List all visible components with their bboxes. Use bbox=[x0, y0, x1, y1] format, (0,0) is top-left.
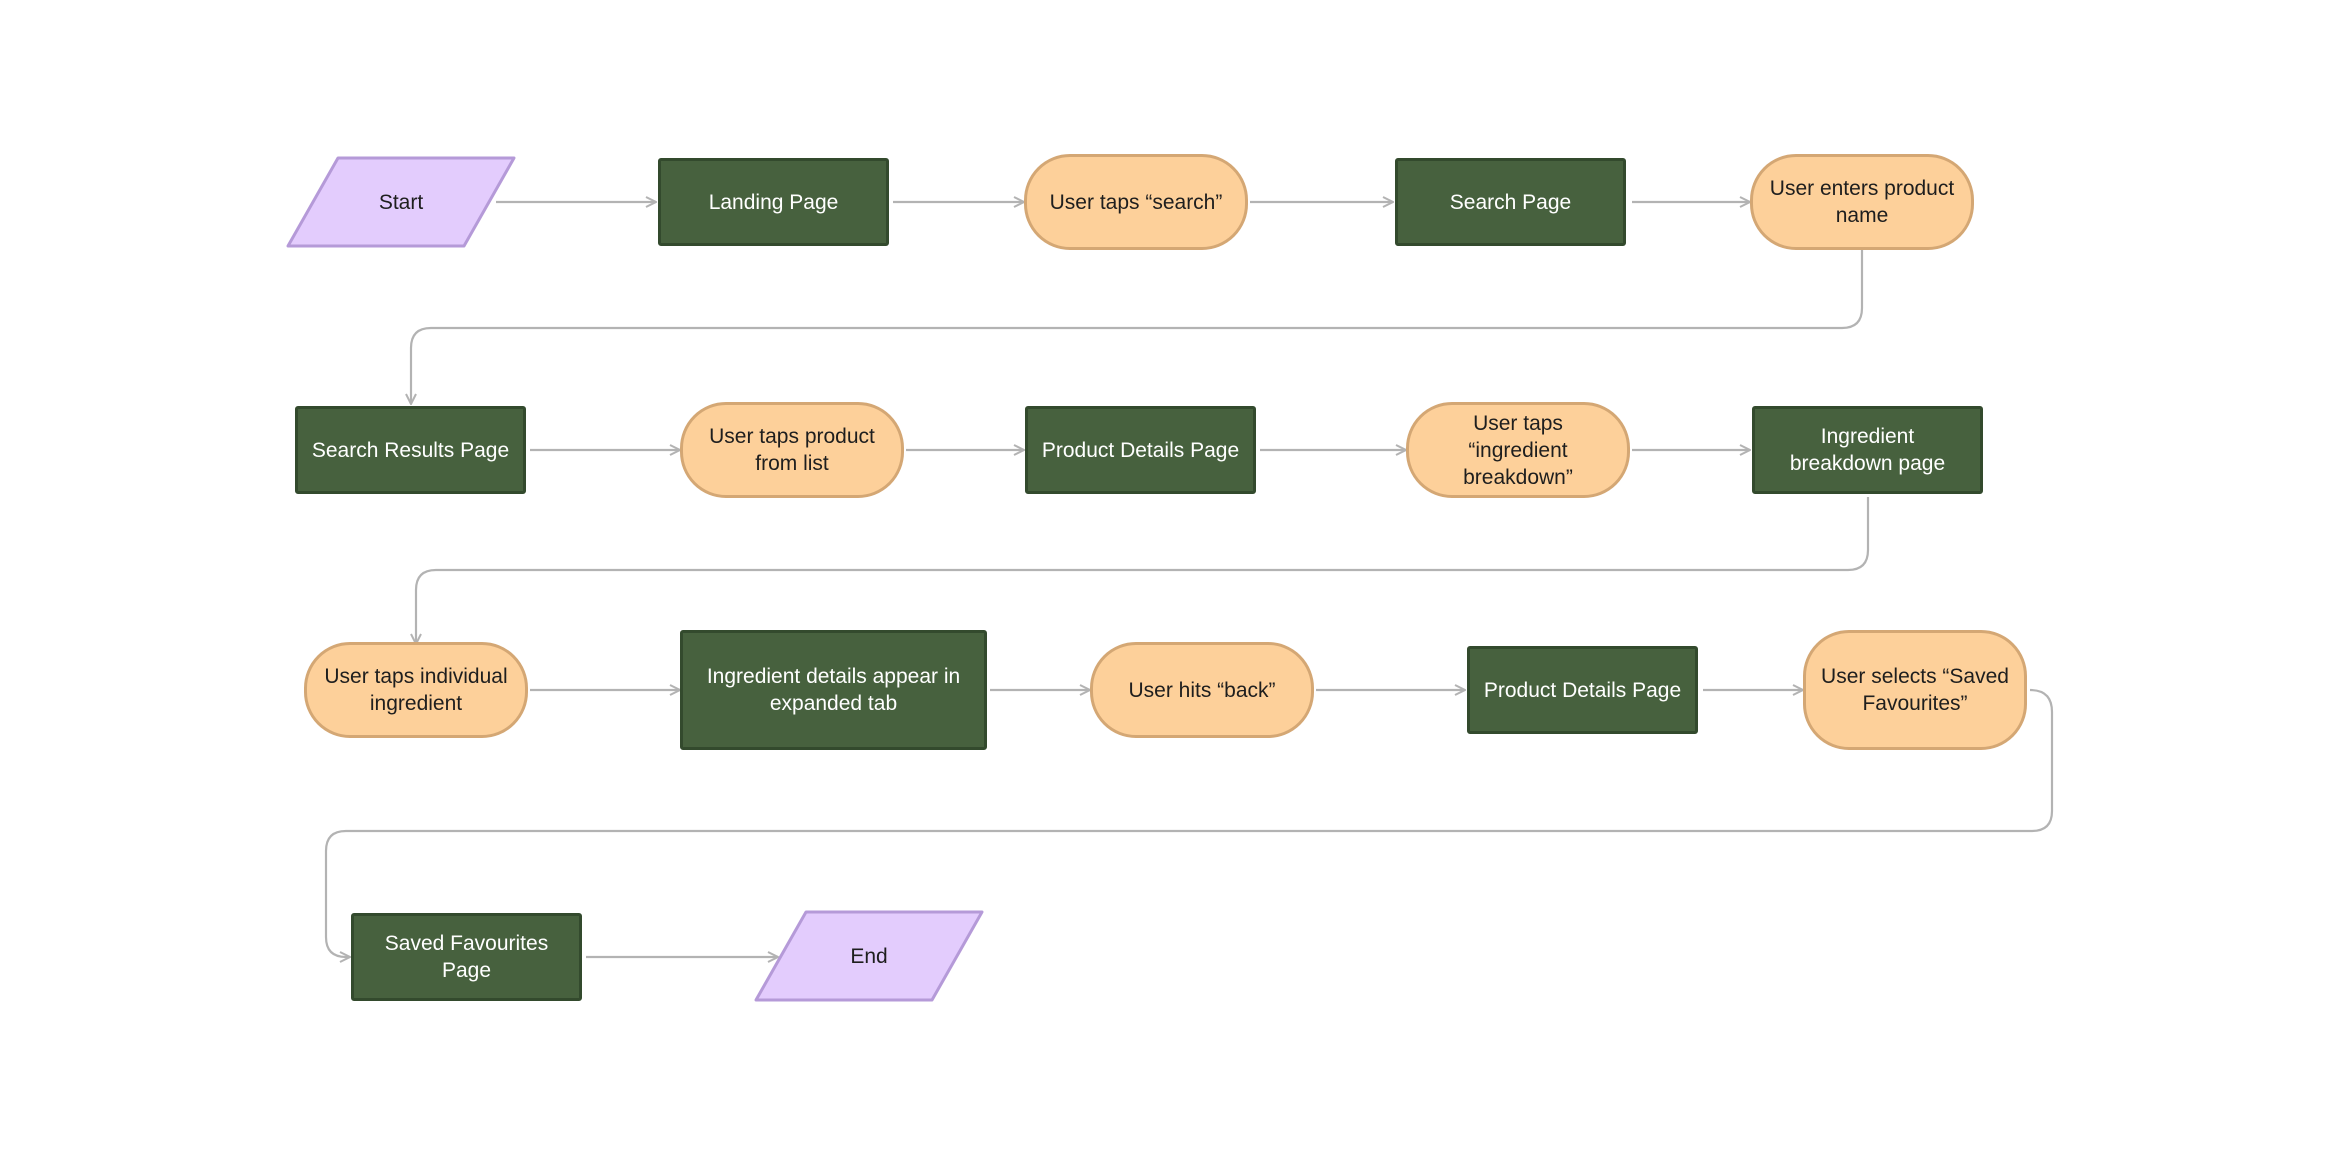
search-results-page-label: Search Results Page bbox=[311, 438, 510, 462]
product-details-page-node-1[interactable]: Product Details Page bbox=[1025, 406, 1256, 494]
product-details-page-label-1: Product Details Page bbox=[1041, 438, 1240, 462]
product-details-page-node-2[interactable]: Product Details Page bbox=[1467, 646, 1698, 734]
taps-search-node[interactable]: User taps “search” bbox=[1024, 154, 1248, 250]
end-parallelogram-shape bbox=[754, 910, 984, 1002]
taps-ingredient-breakdown-node[interactable]: User taps “ingredient breakdown” bbox=[1406, 402, 1630, 498]
start-node[interactable]: Start bbox=[286, 156, 516, 248]
saved-favourites-page-node[interactable]: Saved Favourites Page bbox=[351, 913, 582, 1001]
end-label: End bbox=[850, 944, 888, 968]
start-label: Start bbox=[378, 190, 424, 214]
connector-breakdown-page-to-taps-ingredient bbox=[416, 497, 1870, 644]
ingredient-breakdown-page-node[interactable]: Ingredient breakdown page bbox=[1752, 406, 1983, 494]
taps-individual-ingredient-node[interactable]: User taps individual ingredient bbox=[304, 642, 528, 738]
hits-back-node[interactable]: User hits “back” bbox=[1090, 642, 1314, 738]
taps-product-label: User taps product from list bbox=[709, 425, 875, 475]
taps-individual-ingredient-label: User taps individual ingredient bbox=[324, 665, 508, 715]
search-page-node[interactable]: Search Page bbox=[1395, 158, 1626, 246]
landing-page-label: Landing Page bbox=[708, 190, 839, 214]
taps-ingredient-breakdown-label: User taps “ingredient breakdown” bbox=[1463, 411, 1573, 489]
taps-search-label: User taps “search” bbox=[1049, 190, 1223, 214]
end-node[interactable]: End bbox=[754, 910, 984, 1002]
saved-favourites-page-label: Saved Favourites Page bbox=[384, 932, 549, 982]
hits-back-label: User hits “back” bbox=[1128, 678, 1276, 702]
search-results-page-node[interactable]: Search Results Page bbox=[295, 406, 526, 494]
start-parallelogram-shape bbox=[286, 156, 516, 248]
ingredient-details-expanded-node[interactable]: Ingredient details appear in expanded ta… bbox=[680, 630, 987, 750]
ingredient-details-expanded-label: Ingredient details appear in expanded ta… bbox=[706, 665, 961, 715]
connector-selects-favourites-to-saved-page bbox=[324, 688, 2054, 957]
connector-enters-name-to-search-results bbox=[411, 250, 1864, 404]
enters-product-name-node[interactable]: User enters product name bbox=[1750, 154, 1974, 250]
product-details-page-label-2: Product Details Page bbox=[1483, 678, 1682, 702]
taps-product-node[interactable]: User taps product from list bbox=[680, 402, 904, 498]
selects-saved-favourites-node[interactable]: User selects “Saved Favourites” bbox=[1803, 630, 2027, 750]
selects-saved-favourites-label: User selects “Saved Favourites” bbox=[1821, 665, 2009, 715]
search-page-label: Search Page bbox=[1449, 190, 1572, 214]
ingredient-breakdown-page-label: Ingredient breakdown page bbox=[1789, 425, 1946, 475]
enters-product-name-label: User enters product name bbox=[1769, 177, 1955, 227]
landing-page-node[interactable]: Landing Page bbox=[658, 158, 889, 246]
